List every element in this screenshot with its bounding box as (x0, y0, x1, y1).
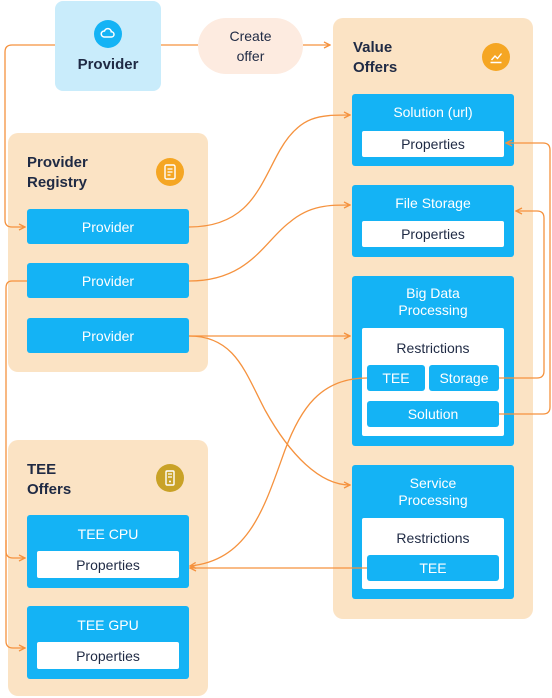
file-storage-properties[interactable]: Properties (362, 221, 504, 247)
big-data-restrictions-label: Restrictions (396, 340, 470, 356)
registry-provider-2[interactable]: Provider (27, 263, 189, 298)
create-offer-bubble: Create offer (198, 18, 303, 74)
create-offer-label: Create offer (229, 28, 272, 64)
server-icon (156, 464, 184, 492)
tee-gpu-properties[interactable]: Properties (37, 642, 179, 669)
provider-label: Provider (77, 56, 139, 73)
arrow-registry1-to-solution (188, 115, 350, 228)
big-data-label: Big Data Processing (398, 285, 468, 318)
big-data-solution-chip[interactable]: Solution (367, 401, 499, 427)
big-data-tee-chip[interactable]: TEE (367, 365, 425, 391)
tee-gpu-label: TEE GPU (77, 617, 139, 633)
file-storage-label: File Storage (395, 195, 471, 211)
service-processing-label: Service Processing (398, 475, 468, 508)
arrow-registry3-to-service (188, 335, 350, 485)
value-offers-title: Value Offers (353, 39, 398, 76)
big-data-storage-chip[interactable]: Storage (429, 365, 499, 391)
provider-registry-title: Provider Registry (27, 154, 88, 191)
tee-cpu-properties[interactable]: Properties (37, 551, 179, 578)
tee-offers-title: TEE Offers (27, 461, 72, 498)
registry-provider-1[interactable]: Provider (27, 209, 189, 244)
document-icon (156, 158, 184, 186)
service-tee-chip[interactable]: TEE (367, 555, 499, 581)
solution-label: Solution (url) (393, 104, 473, 120)
solution-properties[interactable]: Properties (362, 131, 504, 157)
tee-cpu-label: TEE CPU (77, 526, 139, 542)
arrow-registry2-to-storage (188, 205, 350, 282)
provider-card[interactable]: Provider (55, 1, 161, 91)
provider-cloud-icon (94, 20, 122, 48)
chart-icon (482, 43, 510, 71)
service-restrictions-label: Restrictions (396, 530, 470, 546)
registry-provider-3[interactable]: Provider (27, 318, 189, 353)
